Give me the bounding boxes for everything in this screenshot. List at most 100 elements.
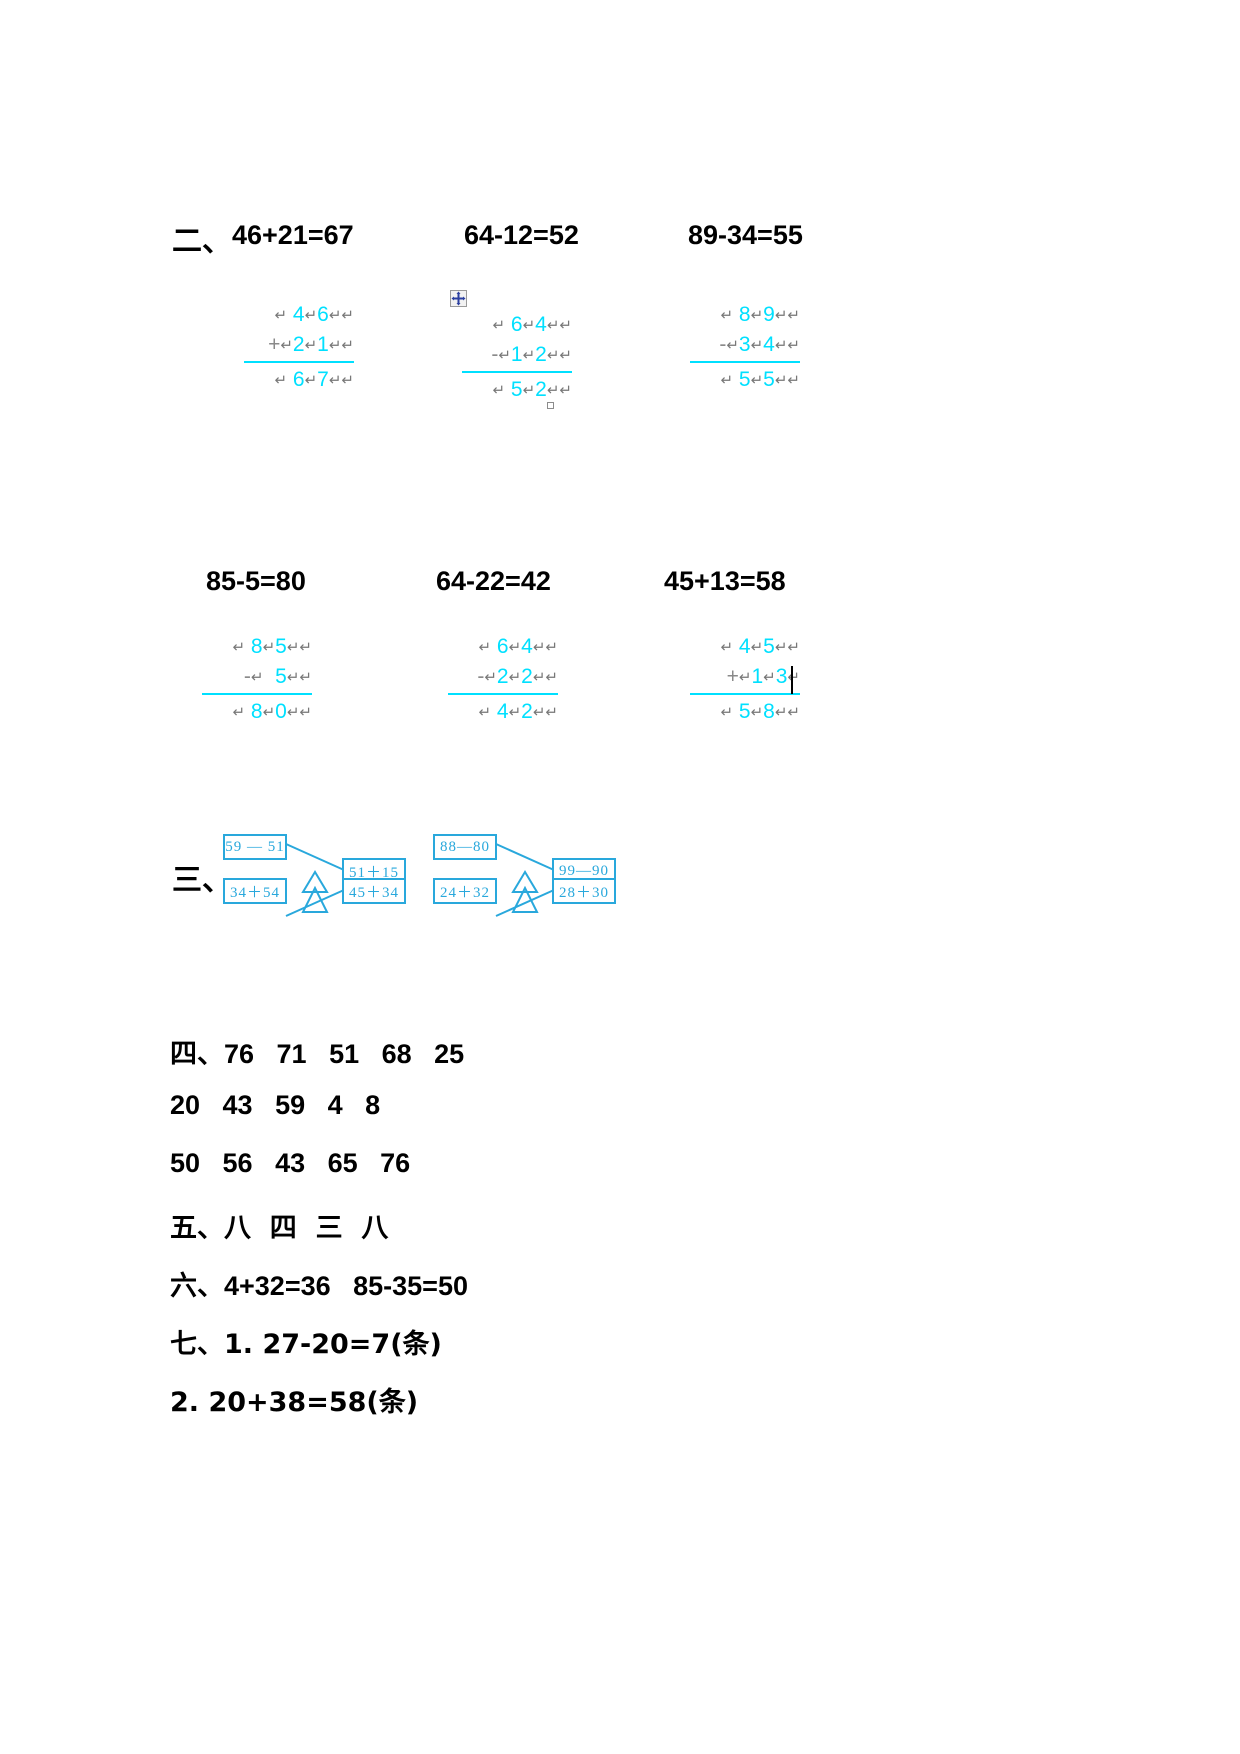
calculation-rule xyxy=(202,693,312,695)
digit: 2 xyxy=(292,333,305,356)
pilcrow-icon: ↵ xyxy=(750,372,764,389)
pilcrow-icon: ↵ xyxy=(484,669,497,686)
vcalc-operand-row: -↵3↵4↵↵ xyxy=(690,330,800,360)
digit: 8 xyxy=(738,303,751,326)
digit: 2 xyxy=(535,343,547,366)
vcalc-result-row: ↵ 6↵7↵↵ xyxy=(244,365,354,395)
vertical-calculation: ↵ 4↵5↵↵ +↵1↵3↵ ↵ 5↵8↵↵ xyxy=(690,632,800,727)
pilcrow-icon: ↵↵ xyxy=(286,669,312,686)
digit: 8 xyxy=(250,700,263,723)
text-caret xyxy=(791,666,793,694)
pilcrow-icon: ↵ xyxy=(750,639,764,656)
vcalc-top-row: ↵ 4↵6↵↵ xyxy=(244,300,354,330)
pilcrow-icon: ↵ xyxy=(522,347,536,364)
digit: 6 xyxy=(317,303,329,326)
section-five-values: 八 四 三 八 xyxy=(224,1213,389,1244)
vcalc-result-row: ↵ 5↵8↵↵ xyxy=(690,697,800,727)
pilcrow-icon: ↵↵ xyxy=(774,704,800,721)
pilcrow-icon: ↵ xyxy=(787,669,800,686)
pilcrow-icon: ↵↵ xyxy=(774,639,800,656)
operator-sign: - xyxy=(477,665,485,688)
pilcrow-icon: ↵ xyxy=(478,704,492,721)
digit: 1 xyxy=(317,333,329,356)
pilcrow-icon: ↵ xyxy=(720,639,734,656)
pilcrow-icon: ↵↵ xyxy=(532,704,558,721)
digit: 3 xyxy=(738,333,751,356)
pilcrow-icon: ↵ xyxy=(726,337,739,354)
section-seven-item: 1. 27-20=7(条) xyxy=(224,1329,442,1360)
pilcrow-icon: ↵ xyxy=(262,704,276,721)
digit: 4 xyxy=(738,635,751,658)
digit: 0 xyxy=(275,700,287,723)
pilcrow-icon: ↵ xyxy=(763,669,776,686)
balance-beams xyxy=(285,843,345,917)
digit: 8 xyxy=(250,635,263,658)
pilcrow-icon: ↵ xyxy=(492,317,506,334)
digit: 5 xyxy=(763,635,775,658)
section-four-row: 20 43 59 4 8 xyxy=(170,1090,381,1120)
pilcrow-icon: ↵↵ xyxy=(774,372,800,389)
digit: 1 xyxy=(510,343,523,366)
pilcrow-icon: ↵↵ xyxy=(328,307,354,324)
pilcrow-icon: ↵ xyxy=(720,307,734,324)
operator-sign: - xyxy=(491,343,499,366)
pilcrow-icon: ↵↵ xyxy=(328,372,354,389)
section-four-row: 四、76 71 51 68 25 xyxy=(170,1032,464,1071)
pilcrow-icon: ↵↵ xyxy=(286,639,312,656)
pilcrow-icon: ↵ xyxy=(232,704,246,721)
pilcrow-icon: ↵↵ xyxy=(532,669,558,686)
resize-square-icon[interactable] xyxy=(547,402,554,409)
equation-heading: 46+21=67 xyxy=(232,220,354,250)
digit: 7 xyxy=(317,368,329,391)
vertical-calculation: ↵ 6↵4↵↵ -↵1↵2↵↵ ↵ 5↵2↵↵ xyxy=(462,310,572,405)
vcalc-top-row: ↵ 8↵9↵↵ xyxy=(690,300,800,330)
calculation-rule xyxy=(244,361,354,363)
pilcrow-icon: ↵ xyxy=(750,337,764,354)
digit: 6 xyxy=(292,368,305,391)
vertical-calculation: ↵ 8↵5↵↵ -↵ 5↵↵ ↵ 8↵0↵↵ xyxy=(202,632,312,727)
pilcrow-icon: ↵ xyxy=(522,317,536,334)
vcalc-top-row: ↵ 6↵4↵↵ xyxy=(448,632,558,662)
pilcrow-icon: ↵↵ xyxy=(532,639,558,656)
digit: 5 xyxy=(763,368,775,391)
pilcrow-icon: ↵ xyxy=(750,307,764,324)
vcalc-operand-row: -↵1↵2↵↵ xyxy=(462,340,572,370)
calculation-rule xyxy=(448,693,558,695)
vcalc-result-row: ↵ 8↵0↵↵ xyxy=(202,697,312,727)
digit: 6 xyxy=(496,635,509,658)
digit: 1 xyxy=(751,665,764,688)
digit: 2 xyxy=(496,665,509,688)
digit: 3 xyxy=(775,665,788,688)
expression-box: 59 — 51 xyxy=(223,834,287,860)
equation-heading: 89-34=55 xyxy=(688,220,803,250)
digit: 2 xyxy=(521,665,533,688)
vcalc-top-row: ↵ 8↵5↵↵ xyxy=(202,632,312,662)
vcalc-operand-row: +↵2↵1↵↵ xyxy=(244,330,354,360)
pilcrow-icon: ↵↵ xyxy=(774,307,800,324)
pilcrow-icon: ↵ xyxy=(750,704,764,721)
pilcrow-icon: ↵ xyxy=(508,639,522,656)
pilcrow-icon: ↵↵ xyxy=(286,704,312,721)
equation-heading: 64-12=52 xyxy=(464,220,579,250)
expression-box: 88—80 xyxy=(433,834,497,860)
digit: 2 xyxy=(521,700,533,723)
expression-box: 34＋54 xyxy=(223,878,287,904)
digit: 5 xyxy=(738,368,751,391)
pilcrow-icon: ↵ xyxy=(738,669,752,686)
pilcrow-icon: ↵ xyxy=(280,337,293,354)
digit: 6 xyxy=(510,313,523,336)
section-six-label: 六、 xyxy=(170,1271,224,1302)
pilcrow-icon: ↵ xyxy=(720,704,734,721)
vcalc-operand-row: +↵1↵3↵ xyxy=(690,662,800,692)
pilcrow-icon: ↵ xyxy=(498,347,511,364)
pilcrow-icon: ↵ xyxy=(250,669,264,686)
section-seven-label: 七、 xyxy=(170,1329,224,1360)
pilcrow-icon: ↵ xyxy=(508,669,522,686)
operator-sign: + xyxy=(268,333,281,356)
calculation-rule xyxy=(462,371,572,373)
section-two-label: 二、 xyxy=(172,224,232,259)
table-move-handle-icon[interactable] xyxy=(450,290,467,307)
vcalc-operand-row: -↵2↵2↵↵ xyxy=(448,662,558,692)
pilcrow-icon: ↵ xyxy=(304,337,318,354)
pilcrow-icon: ↵↵ xyxy=(546,382,572,399)
